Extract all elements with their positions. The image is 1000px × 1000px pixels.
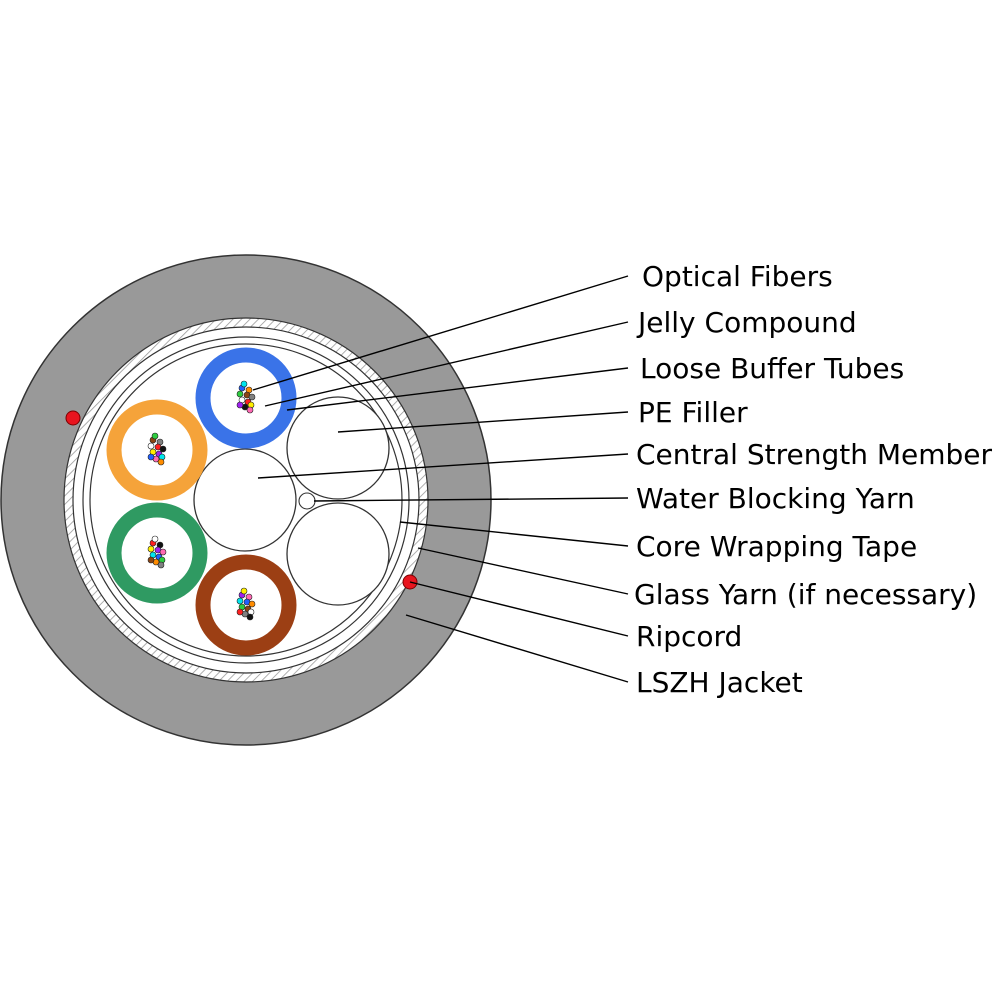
optical-fiber <box>240 380 248 388</box>
leader-lszh-jacket <box>405 614 629 683</box>
optical-fiber <box>151 432 159 440</box>
label-lszh-jacket: LSZH Jacket <box>636 666 803 699</box>
label-water-blocking-yarn: Water Blocking Yarn <box>636 482 915 515</box>
optical-fiber <box>159 548 167 556</box>
optical-fiber <box>157 561 165 569</box>
optical-fiber <box>157 458 165 466</box>
optical-fiber <box>248 393 256 401</box>
optical-fiber <box>236 597 244 605</box>
label-glass-yarn: Glass Yarn (if necessary) <box>634 578 977 611</box>
leader-ripcord <box>409 581 629 637</box>
leader-water-blocking-yarn <box>313 497 629 502</box>
optical-fiber <box>246 406 254 414</box>
leader-central-strength-member <box>257 453 629 479</box>
optical-fiber <box>240 587 248 595</box>
leader-lines <box>252 275 629 683</box>
leader-core-wrapping-tape <box>399 521 629 547</box>
optical-fiber <box>248 600 256 608</box>
optical-fiber <box>236 401 244 409</box>
optical-fiber <box>147 556 155 564</box>
optical-fiber <box>147 442 155 450</box>
leader-jelly-compound <box>264 321 629 407</box>
optical-fiber <box>151 535 159 543</box>
label-jelly-compound: Jelly Compound <box>636 306 857 339</box>
water-blocking-yarn <box>298 492 316 510</box>
optical-fiber <box>147 453 155 461</box>
optical-fiber <box>159 445 167 453</box>
leader-loose-buffer-tubes <box>286 367 629 411</box>
optical-fiber <box>147 545 155 553</box>
label-ripcord: Ripcord <box>636 620 742 653</box>
label-central-strength-member: Central Strength Member <box>636 438 993 471</box>
leader-pe-filler <box>337 411 629 433</box>
optical-fiber-bundles <box>147 380 256 621</box>
optical-fiber <box>236 390 244 398</box>
leader-optical-fibers <box>252 275 629 391</box>
pe-filler-bottom <box>286 502 390 606</box>
label-pe-filler: PE Filler <box>638 396 748 429</box>
callout-labels: Optical Fibers Jelly Compound Loose Buff… <box>634 260 993 699</box>
optical-fiber <box>246 613 254 621</box>
label-optical-fibers: Optical Fibers <box>642 260 833 293</box>
ripcord-left <box>65 410 81 426</box>
label-loose-buffer-tubes: Loose Buffer Tubes <box>640 352 904 385</box>
pe-filler-top <box>286 396 390 500</box>
label-core-wrapping-tape: Core Wrapping Tape <box>636 530 917 563</box>
central-strength-member <box>193 448 297 552</box>
leader-glass-yarn <box>417 547 629 595</box>
optical-fiber <box>236 608 244 616</box>
